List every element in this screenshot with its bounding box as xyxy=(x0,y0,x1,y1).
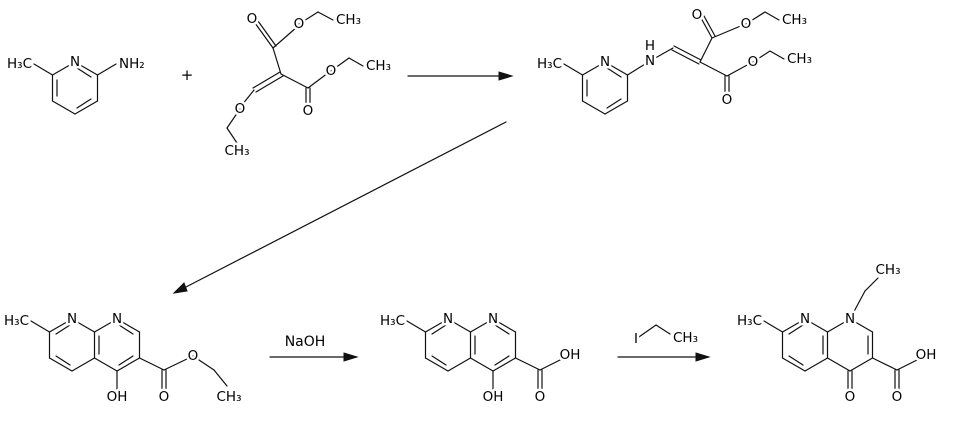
methyl-label: H₃C xyxy=(7,56,32,72)
ester-oxygen-label: O xyxy=(741,16,752,32)
ring-nitrogen-label: N xyxy=(67,311,77,327)
molecule-anilinomethylene-malonate-product: H₃C N H N O O CH₃ O O CH₃ xyxy=(535,5,815,115)
ethyl-ch3-label: CH₃ xyxy=(217,389,242,405)
n-ethyl-ch3-label: CH₃ xyxy=(876,262,901,278)
ring-nitrogen-label: N xyxy=(443,311,453,327)
molecule-ethoxymethylenemalonate: O O CH₃ O O CH₃ O CH₃ xyxy=(222,9,394,162)
ethyl-ch3-label: CH₃ xyxy=(336,12,361,28)
reaction-arrow-alkylation: I CH₃ xyxy=(617,324,711,362)
ring-nitrogen-label: N xyxy=(488,311,498,327)
nh-hydrogen-label: H xyxy=(645,38,655,54)
methyl-label: H₃C xyxy=(537,56,562,72)
methyl-label: H₃C xyxy=(737,313,762,329)
ester-oxygen-label: O xyxy=(294,16,305,32)
ketone-oxygen-label: O xyxy=(845,389,856,405)
hydroxyl-label: OH xyxy=(483,389,504,405)
arrowhead xyxy=(695,352,711,362)
hydroxyl-label: OH xyxy=(107,389,128,405)
methyl-label: H₃C xyxy=(4,313,29,329)
ester-oxygen-label: O xyxy=(188,348,199,364)
carbonyl-oxygen-label: O xyxy=(692,7,703,23)
acid-hydroxyl-label: OH xyxy=(560,347,581,363)
naoh-reagent-label: NaOH xyxy=(285,334,326,350)
ether-oxygen-label: O xyxy=(235,101,246,117)
carbonyl-oxygen-label: O xyxy=(303,103,314,119)
ester-oxygen-label: O xyxy=(326,63,337,79)
carbonyl-oxygen-label: O xyxy=(892,389,903,405)
reaction-arrow-cyclization xyxy=(172,121,507,294)
ethyl-ch3-label: CH₃ xyxy=(225,143,250,159)
ring-nitrogen-label: N xyxy=(600,54,610,70)
molecule-nalidixic-acid: H₃C N N CH₃ O O OH xyxy=(735,260,939,408)
ethyl-ch3-label: CH₃ xyxy=(787,51,812,67)
ethyl-ch3-label: CH₃ xyxy=(782,12,807,28)
arrowhead xyxy=(172,282,188,294)
molecule-naphthyridine-acid: H₃C N N OH O OH xyxy=(378,309,583,408)
reaction-arrow-hydrolysis: NaOH xyxy=(269,332,359,362)
arrowhead xyxy=(343,352,359,362)
reaction-arrow-step1 xyxy=(407,71,514,81)
carbonyl-oxygen-label: O xyxy=(159,389,170,405)
ester-oxygen-label: O xyxy=(748,54,759,70)
carbonyl-oxygen-label: O xyxy=(535,389,546,405)
carbonyl-oxygen-label: O xyxy=(247,11,258,27)
plus-sign: + xyxy=(181,66,194,84)
molecule-naphthyridine-ester: H₃C N N OH O O CH₃ xyxy=(2,309,245,408)
iodo-label: I xyxy=(634,331,638,347)
ring-nitrogen-label: N xyxy=(112,311,122,327)
carbonyl-oxygen-label: O xyxy=(722,92,733,108)
ring-nitrogen-label: N xyxy=(70,54,80,70)
acid-hydroxyl-label: OH xyxy=(916,347,937,363)
ethyl-ch3-label: CH₃ xyxy=(366,58,391,74)
ring-nitrogen-label: N xyxy=(845,311,855,327)
ethyl-ch3-label: CH₃ xyxy=(673,330,698,346)
arrowhead xyxy=(498,71,514,81)
amine-label: NH₂ xyxy=(119,56,145,72)
molecule-2-amino-6-methylpyridine: N H₃C NH₂ xyxy=(5,52,147,115)
ring-nitrogen-label: N xyxy=(800,311,810,327)
methyl-label: H₃C xyxy=(380,313,405,329)
amine-nitrogen-label: N xyxy=(645,53,655,69)
